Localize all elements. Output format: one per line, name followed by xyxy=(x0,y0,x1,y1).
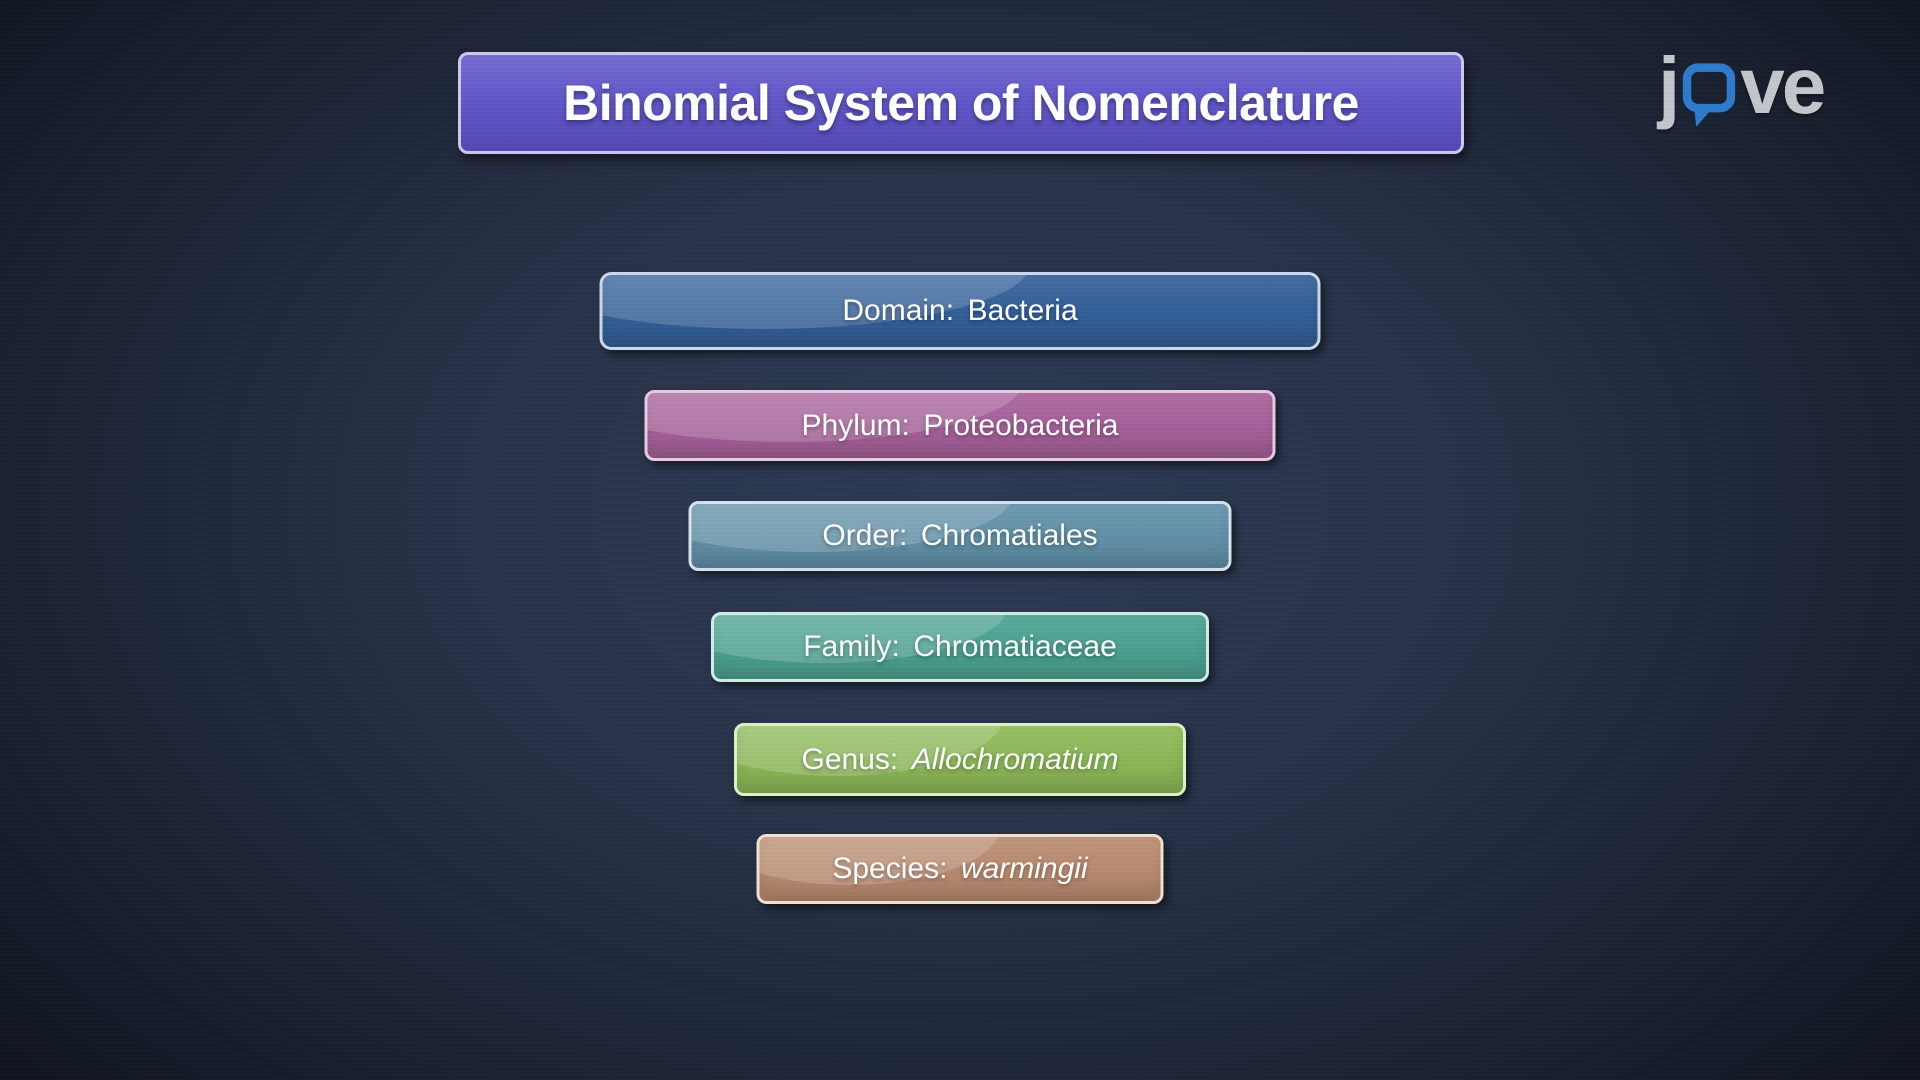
taxonomy-rank-value: Chromatiales xyxy=(920,519,1098,552)
taxonomy-rank-label: Species: xyxy=(832,852,948,885)
speech-bubble-o-icon xyxy=(1683,63,1736,127)
jove-logo-letters-ve: ve xyxy=(1740,41,1826,130)
taxonomy-rank-value: Bacteria xyxy=(967,294,1078,327)
taxonomy-rank-label: Genus: xyxy=(801,742,899,776)
taxonomy-rank-label: Family: xyxy=(803,630,900,663)
taxonomy-row-family: Family: Chromatiaceae xyxy=(711,612,1209,682)
jove-logo-letter-j: j xyxy=(1658,41,1680,130)
taxonomy-rank-value: Chromatiaceae xyxy=(913,630,1117,663)
taxonomy-row-domain: Domain: Bacteria xyxy=(599,272,1321,350)
jove-logo: j ve xyxy=(1658,41,1826,156)
taxonomy-row-phylum: Phylum: Proteobacteria xyxy=(644,390,1276,461)
taxonomy-rank-label: Phylum: xyxy=(801,408,910,442)
taxonomy-rank-value: Proteobacteria xyxy=(923,408,1119,442)
taxonomy-rank-value: warmingii xyxy=(960,852,1088,885)
title-banner: Binomial System of Nomenclature xyxy=(458,52,1464,154)
taxonomy-rank-value: Allochromatium xyxy=(911,742,1119,776)
taxonomy-row-order: Order: Chromatiales xyxy=(688,501,1232,571)
taxonomy-rank-label: Order: xyxy=(822,519,908,552)
taxonomy-rank-label: Domain: xyxy=(842,294,955,327)
page-title: Binomial System of Nomenclature xyxy=(563,75,1359,131)
taxonomy-row-species: Species: warmingii xyxy=(756,834,1164,904)
taxonomy-row-genus: Genus: Allochromatium xyxy=(734,723,1186,796)
